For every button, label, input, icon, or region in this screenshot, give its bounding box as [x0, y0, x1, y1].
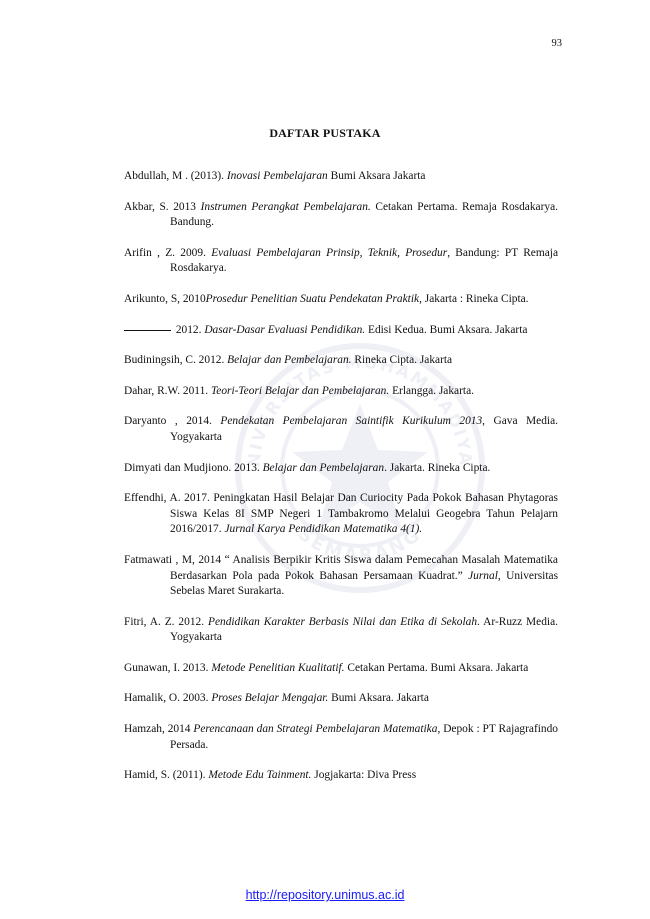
reference-entry: Effendhi, A. 2017. Peningkatan Hasil Bel… [124, 492, 558, 536]
bibliography-heading: DAFTAR PUSTAKA [269, 126, 381, 140]
reference-entry: Hamid, S. (2011). Metode Edu Tainment. J… [124, 769, 417, 782]
reference-entry: Akbar, S. 2013 Instrumen Perangkat Pembe… [124, 200, 558, 229]
reference-entry: Dimyati dan Mudjiono. 2013. Belajar dan … [124, 461, 491, 474]
reference-entry: Daryanto , 2014. Pendekatan Pembelajaran… [124, 415, 559, 443]
repeated-author-line [124, 329, 171, 331]
repository-link[interactable]: http://repository.unimus.ac.id [245, 888, 405, 902]
reference-entry: Hamalik, O. 2003. Proses Belajar Mengaja… [124, 692, 429, 705]
reference-entry: 2012. Dasar-Dasar Evaluasi Pendidikan. E… [124, 323, 558, 339]
university-seal-watermark: UNIVERSITAS MUHAMMADIYAH SEMARANG [232, 340, 485, 593]
reference-entry: Fitri, A. Z. 2012. Pendidikan Karakter B… [124, 615, 558, 644]
page-number: 93 [551, 38, 563, 49]
reference-list: Abdullah, M . (2013). Inovasi Pembelajar… [124, 169, 558, 799]
reference-entry: Gunawan, I. 2013. Metode Penelitian Kual… [124, 661, 529, 674]
reference-entry: Abdullah, M . (2013). Inovasi Pembelajar… [124, 170, 426, 182]
reference-entry: Dahar, R.W. 2011. Teori-Teori Belajar da… [124, 384, 474, 397]
reference-entry: Budiningsih, C. 2012. Belajar dan Pembel… [124, 354, 453, 367]
reference-entry: Arikunto, S, 2010Prosedur Penelitian Sua… [124, 292, 529, 305]
reference-entry: Fatmawati , M, 2014 “ Analisis Berpikir … [124, 553, 558, 598]
reference-entry: Arifin , Z. 2009. Evaluasi Pembelajaran … [124, 246, 559, 275]
reference-entry: Hamzah, 2014 Perencanaan dan Strategi Pe… [124, 723, 558, 751]
